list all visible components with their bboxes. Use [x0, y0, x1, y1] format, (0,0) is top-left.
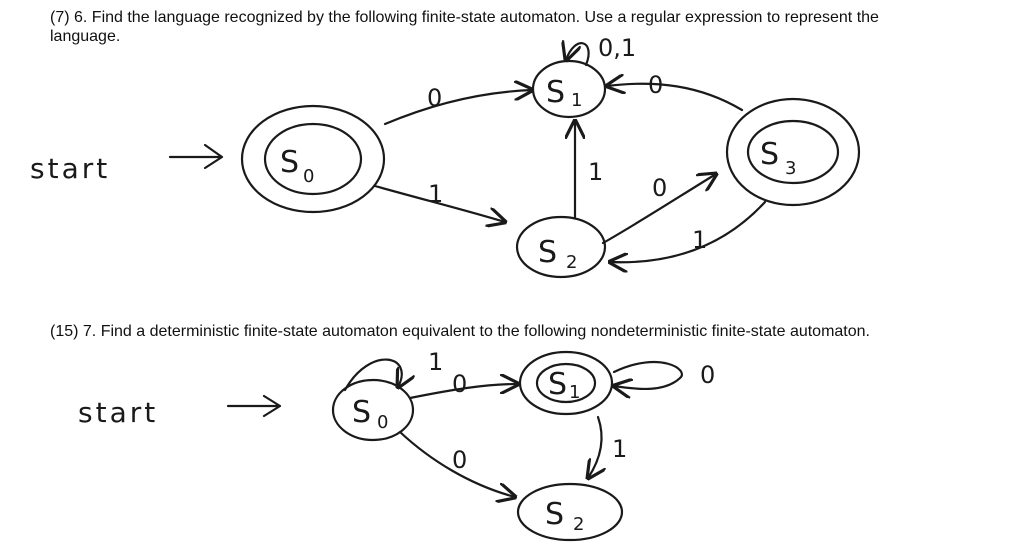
p1-state-s3: S 3: [725, 97, 861, 207]
p1-edge-s1-loop: [566, 43, 590, 67]
p1-state-s0-letter: S: [280, 145, 299, 180]
p2-state-s0-sub: 0: [377, 412, 388, 433]
p1-edge-s3-s1: [607, 84, 744, 112]
p1-state-s3-sub: 3: [785, 158, 796, 179]
p1-edge-s0-s2-label: 1: [428, 180, 443, 208]
p2-edge-s0-s2-label: 0: [452, 446, 467, 474]
p1-state-s2-sub: 2: [566, 252, 577, 273]
p2-edge-s1-loop-label: 0: [700, 361, 715, 389]
p2-state-s2-sub: 2: [573, 514, 584, 535]
automaton-1: start S 0 S 1 S 2 S 3 0 1: [30, 34, 861, 279]
problem-2-text: (15) 7. Find a deterministic finite-stat…: [50, 323, 870, 340]
p1-state-s1-sub: 1: [571, 90, 582, 111]
p2-state-s1-sub: 1: [569, 382, 580, 403]
p1-start-arrow: [168, 143, 224, 170]
p1-edge-s1-loop-label: 0,1: [598, 34, 636, 62]
p1-start-label: start: [30, 152, 110, 185]
p1-edge-s0-s1: [383, 90, 532, 126]
p1-state-s1-letter: S: [546, 75, 565, 110]
p1-state-s0: S 0: [240, 104, 386, 214]
p1-edge-s3-s2-label: 1: [692, 226, 707, 254]
p1-edge-s0-s1-label: 0: [427, 84, 442, 112]
p2-state-s2-letter: S: [545, 497, 564, 532]
p1-edge-s3-s2: [610, 200, 767, 262]
p1-edge-s2-s1-label: 1: [588, 158, 603, 186]
problem-1-text: (7) 6. Find the language recognized by t…: [50, 9, 879, 45]
p1-edge-s2-s3: [601, 174, 716, 245]
p2-state-s2: S 2: [516, 482, 624, 542]
automaton-2: start S 0 S 1 S 2 1 0 0 0 1: [78, 348, 715, 542]
p1-state-s0-sub: 0: [303, 166, 314, 187]
p2-state-s0-letter: S: [352, 395, 371, 430]
p1-state-s2: S 2: [515, 215, 607, 279]
p2-state-s0: S 0: [331, 378, 415, 442]
p2-edge-s1-s2-label: 1: [612, 435, 627, 463]
p1-edge-s0-s2: [373, 184, 505, 222]
p1-edge-s2-s3-label: 0: [652, 174, 667, 202]
p2-edge-s0-loop-label: 1: [428, 348, 443, 376]
p2-start-label: start: [78, 396, 158, 429]
p2-edge-s0-s2: [398, 430, 515, 497]
p1-state-s2-letter: S: [538, 235, 557, 270]
p2-state-s1: S 1: [518, 350, 614, 416]
p2-start-arrow: [226, 394, 282, 418]
p1-state-s1: S 1: [531, 59, 607, 119]
p2-edge-s0-s1: [408, 384, 518, 400]
p1-state-s3-letter: S: [760, 137, 779, 172]
p2-edge-s1-s2: [588, 415, 602, 478]
p2-edge-s0-loop: [343, 358, 402, 390]
p2-edge-s0-s1-label: 0: [452, 370, 467, 398]
p1-edge-s3-s1-label: 0: [648, 71, 663, 99]
p2-state-s1-letter: S: [548, 367, 567, 402]
p2-edge-s1-loop: [614, 360, 683, 389]
